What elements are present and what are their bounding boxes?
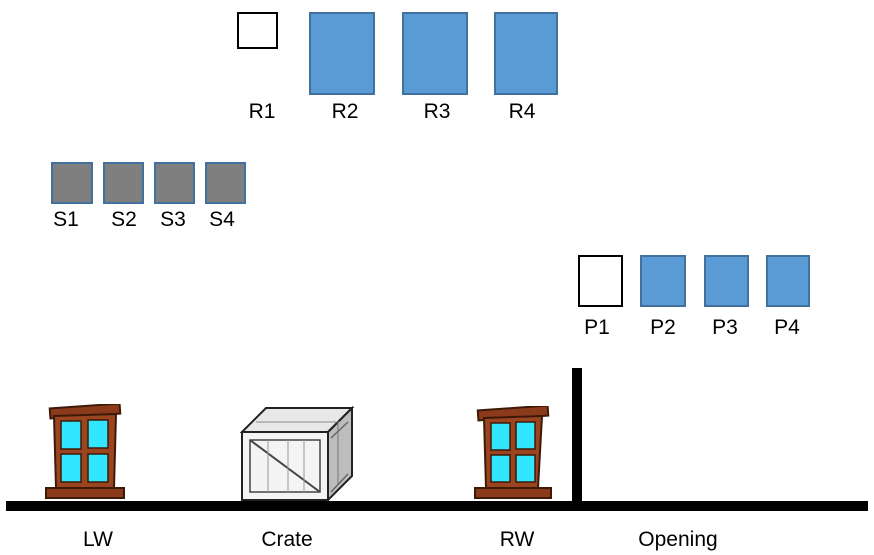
wall-divider (572, 368, 582, 506)
r2-box (309, 12, 375, 95)
s2-box (103, 162, 144, 204)
s1-box (51, 162, 93, 204)
r3-label: R3 (423, 100, 451, 123)
p2-label: P2 (650, 316, 676, 339)
s3-box (154, 162, 195, 204)
ground-line (6, 501, 868, 511)
p1-label: P1 (584, 316, 610, 339)
p1-box (578, 255, 623, 307)
r4-box (494, 12, 558, 95)
s3-label: S3 (160, 208, 186, 231)
r1-box (237, 12, 278, 49)
s4-label: S4 (209, 208, 235, 231)
left-window-label: LW (83, 528, 113, 551)
crate-label: Crate (261, 528, 313, 551)
s2-label: S2 (111, 208, 137, 231)
s1-label: S1 (53, 208, 79, 231)
opening-label: Opening (638, 528, 718, 551)
r3-box (402, 12, 468, 95)
r1-label: R1 (248, 100, 276, 123)
wooden-crate-icon (239, 405, 355, 502)
p3-label: P3 (712, 316, 738, 339)
r2-label: R2 (331, 100, 359, 123)
p4-label: P4 (774, 316, 800, 339)
right-window-label: RW (499, 528, 535, 551)
window-icon (45, 404, 125, 499)
p2-box (640, 255, 686, 307)
p4-box (766, 255, 810, 307)
s4-box (205, 162, 246, 204)
window-icon (474, 406, 552, 499)
p3-box (704, 255, 749, 307)
r4-label: R4 (508, 100, 536, 123)
